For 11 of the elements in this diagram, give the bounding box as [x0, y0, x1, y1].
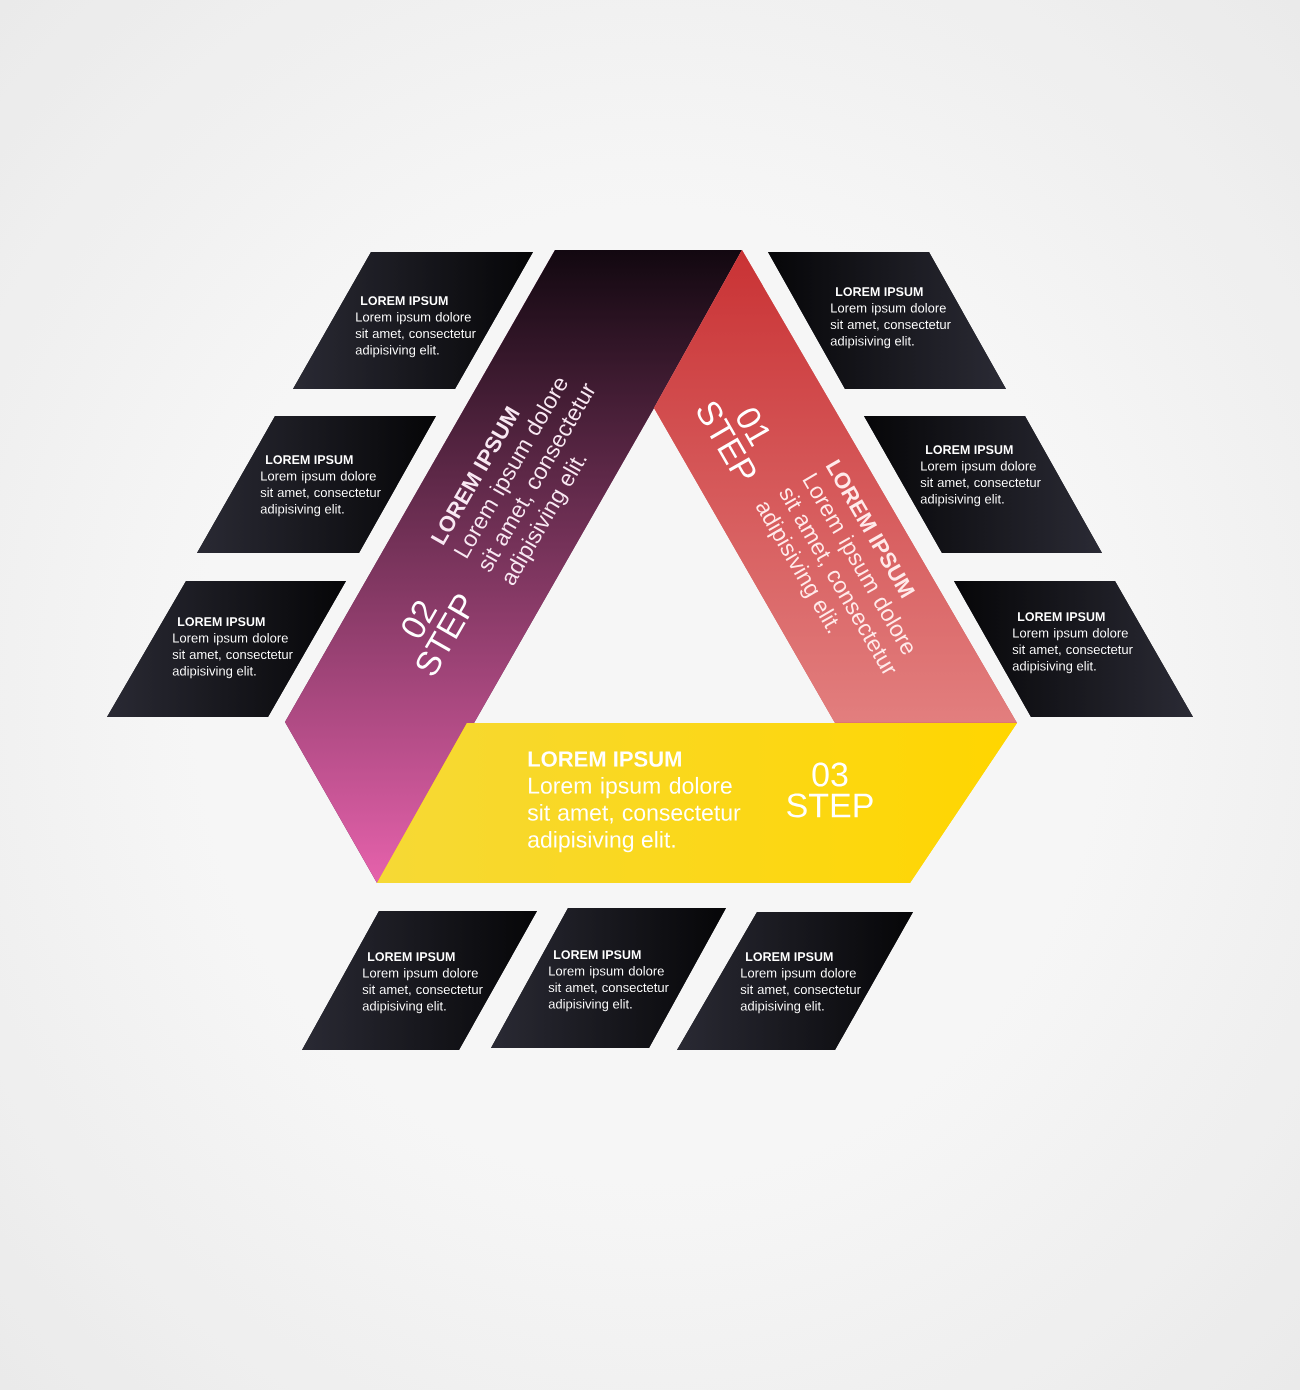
card-text: LOREM IPSUM Lorem ipsum dolore sit amet, consectetur adipisiving elit. [920, 445, 1041, 507]
card-text: LOREM IPSUM Lorem ipsum dolore sit amet, consectetur adipisiving elit. [548, 950, 669, 1012]
band-text: LOREM IPSUM Lorem ipsum dolore sit amet, consectetur adipisiving elit. [527, 751, 741, 853]
card-text: LOREM IPSUM Lorem ipsum dolore sit amet, consectetur adipisiving elit. [1012, 612, 1133, 674]
step-label: 03 STEP [787, 762, 873, 818]
card-text: LOREM IPSUM Lorem ipsum dolore sit amet, consectetur adipisiving elit. [260, 455, 381, 517]
card-text: LOREM IPSUM Lorem ipsum dolore sit amet, consectetur adipisiving elit. [172, 617, 293, 679]
card-text: LOREM IPSUM Lorem ipsum dolore sit amet, consectetur adipisiving elit. [355, 296, 476, 358]
card-text: LOREM IPSUM Lorem ipsum dolore sit amet, consectetur adipisiving elit. [830, 287, 951, 349]
card-text: LOREM IPSUM Lorem ipsum dolore sit amet, consectetur adipisiving elit. [362, 952, 483, 1014]
card-text: LOREM IPSUM Lorem ipsum dolore sit amet, consectetur adipisiving elit. [740, 952, 861, 1014]
